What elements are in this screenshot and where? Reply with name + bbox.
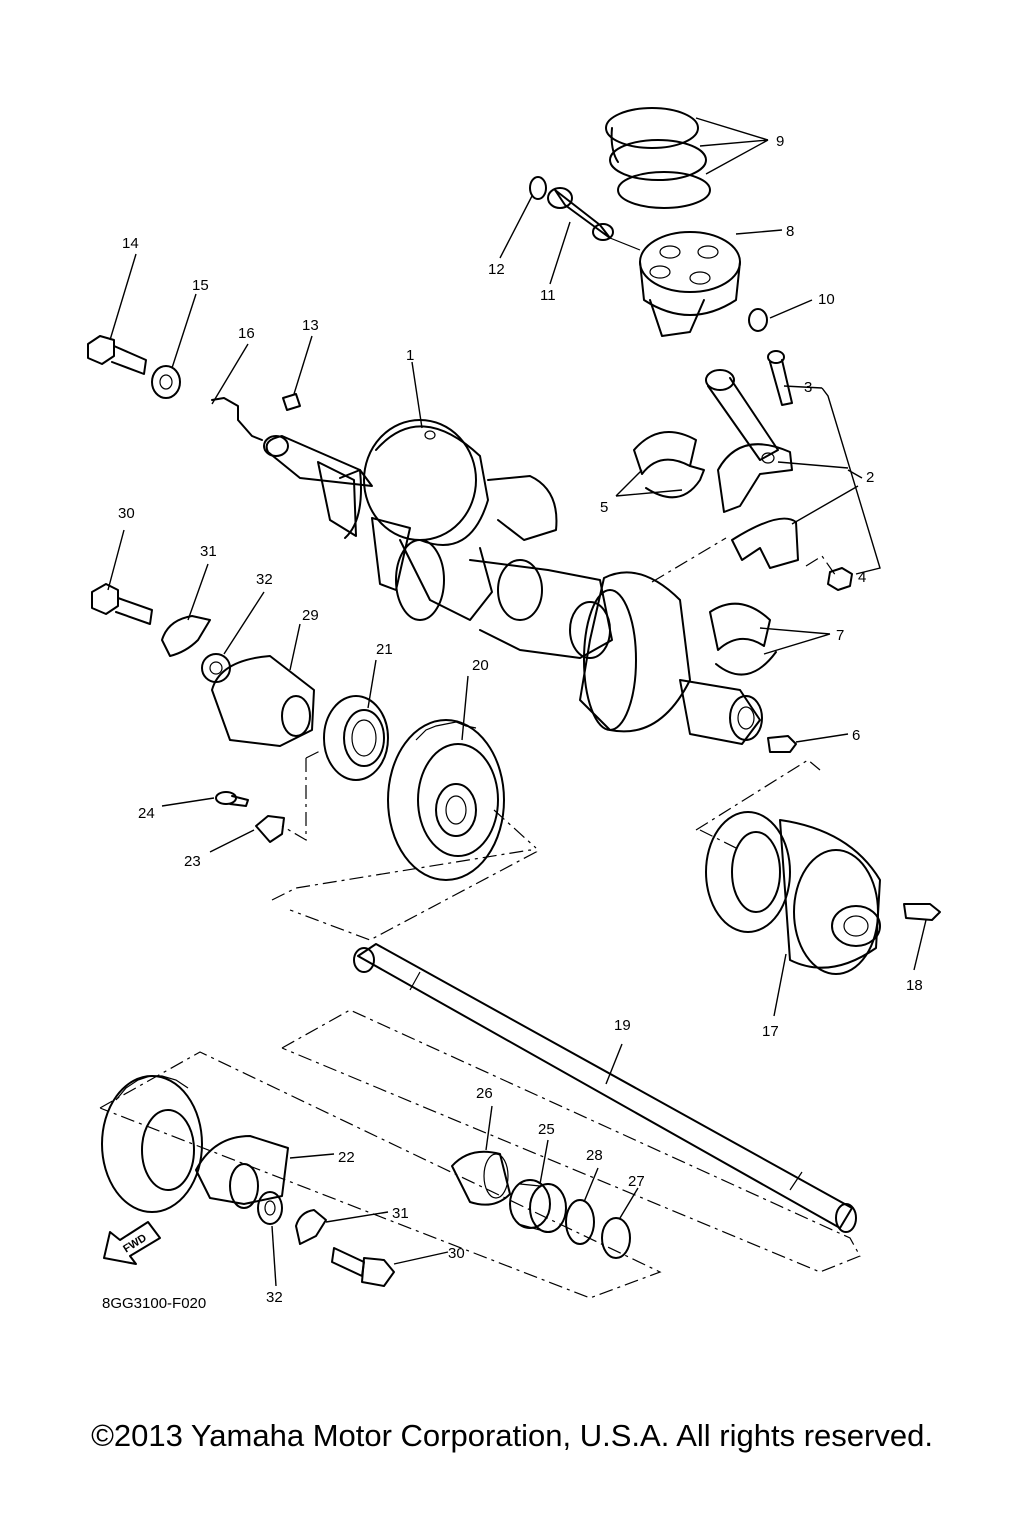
callout-9: 9: [776, 133, 784, 150]
copyright-notice: ©2013 Yamaha Motor Corporation, U.S.A. A…: [91, 1418, 933, 1453]
callout-25: 25: [538, 1121, 555, 1138]
balancer-weight: [211, 655, 315, 747]
callout-22: 22: [338, 1149, 355, 1166]
callout-31-top: 31: [200, 543, 217, 560]
callout-2: 2: [866, 469, 874, 486]
callout-15: 15: [192, 277, 209, 294]
callout-32-bottom: 32: [266, 1289, 283, 1306]
crankshaft: [263, 419, 763, 745]
callout-3: 3: [804, 379, 812, 396]
callout-29: 29: [302, 607, 319, 624]
callout-20: 20: [472, 657, 489, 674]
callout-11: 11: [540, 287, 556, 304]
bolt-30-bottom: [331, 1247, 395, 1287]
driven-gear: [101, 1075, 203, 1213]
plate-23: [255, 815, 285, 843]
callout-12: 12: [488, 261, 505, 278]
needle-bearing-25: [509, 1179, 567, 1233]
main-bearings: [709, 602, 777, 676]
callout-21: 21: [376, 641, 393, 658]
callout-24: 24: [138, 805, 155, 822]
bearing-housing: [705, 811, 881, 975]
ring-27: [601, 1217, 631, 1259]
bushing-26: [451, 1150, 511, 1206]
bolt-14: [87, 335, 147, 375]
drive-shaft: [353, 943, 857, 1233]
callout-28: 28: [586, 1147, 603, 1164]
piston-pin-clip-10: [748, 308, 768, 332]
reference-lines: [99, 537, 861, 1299]
callout-7: 7: [836, 627, 844, 644]
callout-18: 18: [906, 977, 923, 994]
callout-23: 23: [184, 853, 201, 870]
callout-6: 6: [852, 727, 860, 744]
woodruff-key: [282, 393, 301, 411]
crank-bolt-6: [767, 735, 797, 753]
washer-32-top: [201, 653, 231, 683]
callout-19: 19: [614, 1017, 631, 1034]
circlip-28: [565, 1199, 595, 1245]
fwd-arrow-icon: FWD: [103, 1221, 161, 1265]
lock-washer-31-top: [161, 615, 211, 657]
washer-15: [151, 365, 181, 399]
connecting-rod: [705, 369, 799, 569]
bolt-30-top: [91, 583, 153, 625]
callout-16: 16: [238, 325, 255, 342]
piston: [639, 231, 741, 337]
leader-lines: [107, 117, 927, 1287]
callout-30-top: 30: [118, 505, 135, 522]
diagram-code: 8GG3100-F020: [102, 1295, 206, 1312]
crank-pin: [211, 397, 263, 441]
rod-bolt: [767, 350, 793, 406]
callout-31-bottom: 31: [392, 1205, 409, 1222]
callout-labels: 1 2 3 4 5 6 7 8 9 10 11 12 13 14 15 16 1…: [118, 133, 923, 1306]
lock-washer-31-bottom: [295, 1209, 327, 1245]
callout-14: 14: [122, 235, 139, 252]
callout-13: 13: [302, 317, 319, 334]
piston-rings: [605, 107, 711, 209]
callout-10: 10: [818, 291, 835, 308]
bolt-18: [903, 903, 941, 921]
callout-17: 17: [762, 1023, 779, 1040]
collar-22: [195, 1135, 289, 1209]
callout-1: 1: [406, 347, 414, 364]
callout-8: 8: [786, 223, 794, 240]
screw-24: [215, 791, 249, 807]
washer-32-bottom: [257, 1191, 283, 1225]
callout-30-bottom: 30: [448, 1245, 465, 1262]
callout-26: 26: [476, 1085, 493, 1102]
callout-27: 27: [628, 1173, 645, 1190]
bearing-21: [323, 695, 389, 781]
balancer-gear: [387, 719, 505, 881]
callout-32-top: 32: [256, 571, 273, 588]
callout-4: 4: [858, 569, 866, 586]
rod-nut: [827, 567, 853, 591]
piston-pin-clip-12: [529, 176, 547, 200]
piston-pin: [547, 187, 641, 251]
connecting-rod-bearings: [633, 431, 705, 499]
callout-5: 5: [600, 499, 608, 516]
